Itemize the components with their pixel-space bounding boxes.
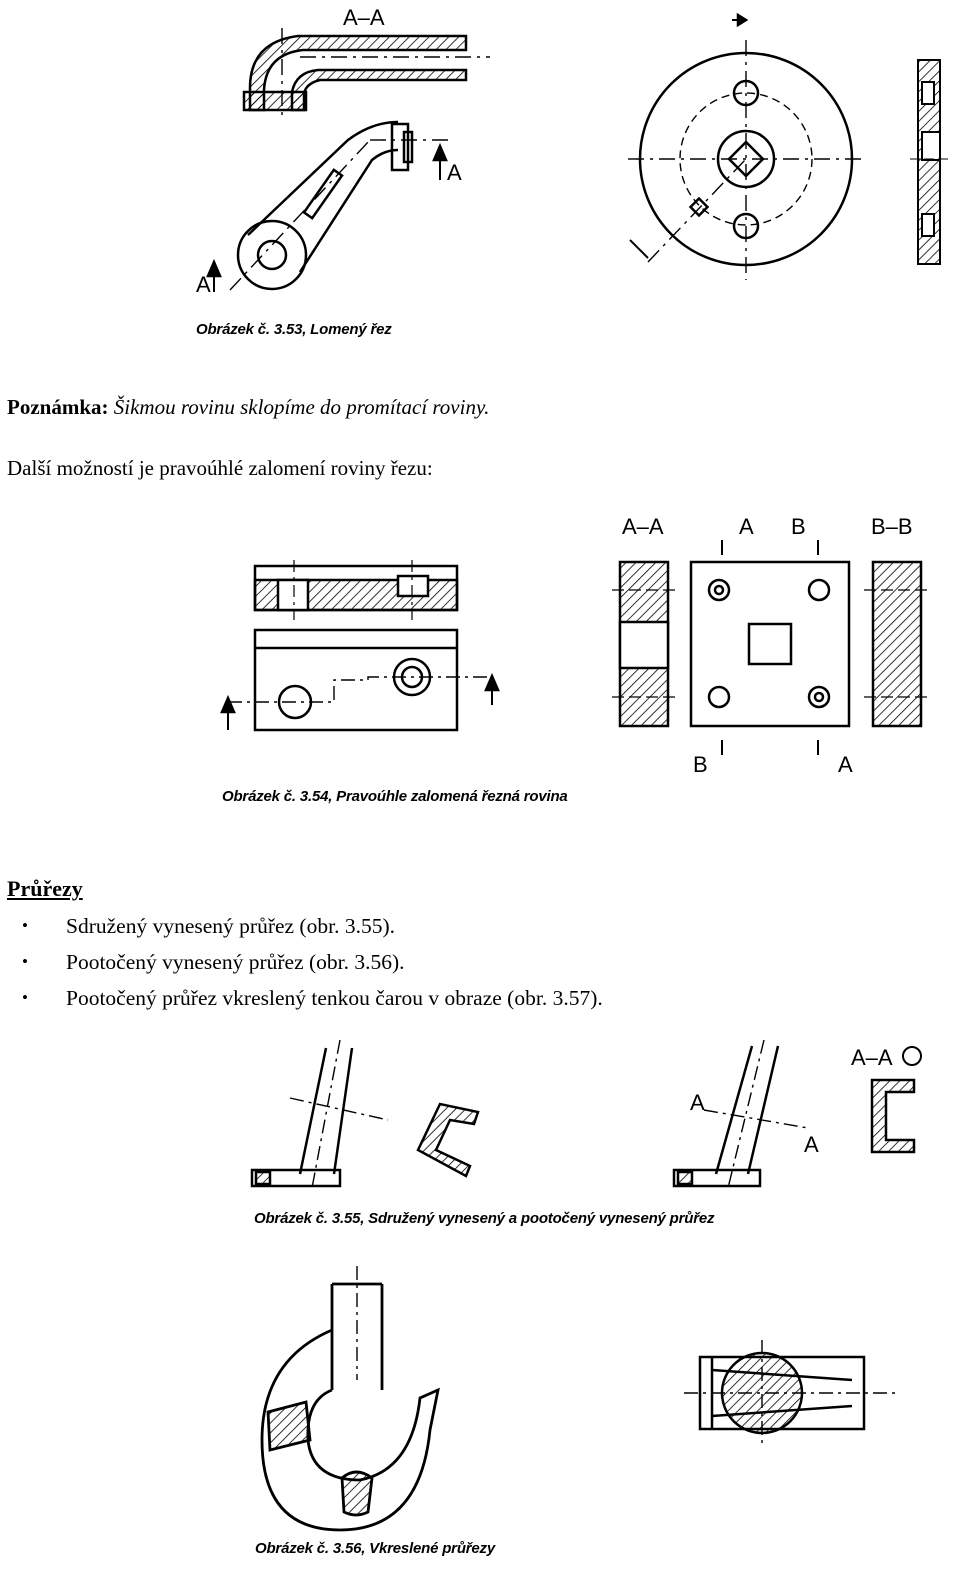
note-label: Poznámka:	[7, 395, 109, 419]
square-plate-view	[689, 540, 851, 755]
inclined-rod-right	[672, 1039, 922, 1189]
crane-hook	[260, 1266, 440, 1532]
section-heading: Průřezy	[7, 876, 83, 901]
paragraph: Další možností je pravoúhlé zalomení rov…	[7, 456, 433, 480]
figure-3-55-drawing: A–A A A	[250, 1039, 922, 1189]
figure-3-56-drawing	[260, 1266, 896, 1532]
fig355-caption: Obrázek č. 3.55, Sdružený vynesený a poo…	[254, 1210, 715, 1227]
fig354-b-top: B	[791, 514, 806, 539]
fig353-caption: Obrázek č. 3.53, Lomený řez	[196, 321, 392, 338]
fig355-a-right: A	[804, 1132, 819, 1157]
inclined-rod-left	[250, 1039, 480, 1189]
oblique-lever-view	[206, 120, 450, 292]
section-a-a	[612, 560, 676, 728]
list-item: •Pootočený průřez vkreslený tenkou čarou…	[22, 986, 603, 1010]
figure-3-54-drawing: A–A B–B A B B A	[220, 514, 930, 777]
fig355-section-label: A–A	[851, 1045, 893, 1070]
list-item: •Pootočený vynesený průřez (obr. 3.56).	[22, 950, 405, 974]
fig354-a-bottom: A	[838, 752, 853, 777]
flange-front-view	[628, 12, 866, 280]
bent-pipe-section	[242, 28, 490, 120]
fig354-b-bottom: B	[693, 752, 708, 777]
stepped-plate-section	[253, 560, 459, 620]
note: Poznámka: Šikmou rovinu sklopíme do prom…	[7, 395, 489, 420]
shaft-with-section	[684, 1340, 896, 1446]
fig353-cut-label-bottom: A	[196, 272, 211, 297]
fig356-caption: Obrázek č. 3.56, Vkreslené průřezy	[255, 1540, 496, 1557]
fig354-sec-b-label: B–B	[871, 514, 913, 539]
fig353-section-label: A–A	[343, 5, 385, 30]
stepped-plate-plan	[220, 628, 500, 732]
list-item: •Sdružený vynesený průřez (obr. 3.55).	[22, 914, 395, 938]
fig353-cut-label-top: A	[447, 160, 462, 185]
fig354-a-top: A	[739, 514, 754, 539]
fig354-caption: Obrázek č. 3.54, Pravoúhle zalomená řezn…	[222, 788, 568, 805]
fig354-sec-a-label: A–A	[622, 514, 664, 539]
section-b-b	[864, 560, 930, 728]
bullet-list: •Sdružený vynesený průřez (obr. 3.55). •…	[22, 908, 603, 1016]
note-text: Šikmou rovinu sklopíme do promítací rovi…	[113, 395, 490, 419]
flange-side-section	[910, 59, 950, 265]
fig355-a-left: A	[690, 1090, 705, 1115]
figure-3-53-drawing: A–A A A	[196, 5, 950, 297]
